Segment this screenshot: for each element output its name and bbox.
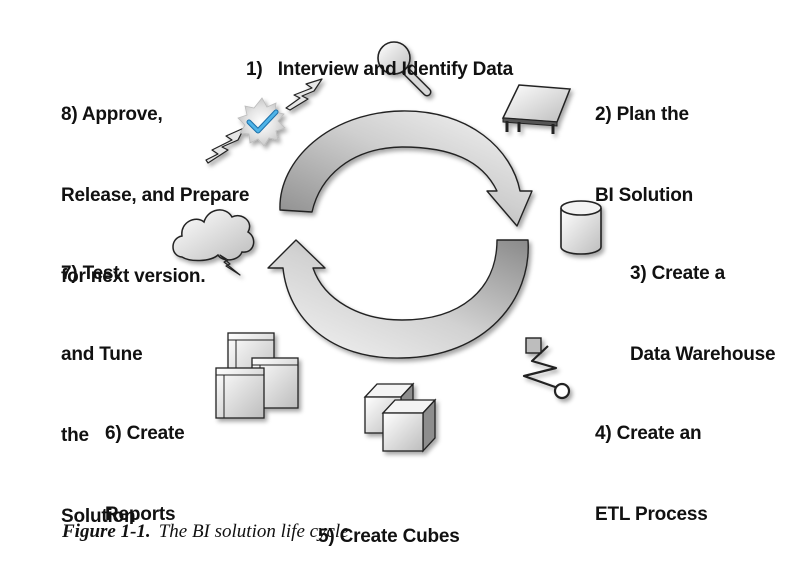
step-5-line: 5) Create Cubes — [318, 526, 460, 547]
step-8-line-3: for next version. — [61, 266, 206, 287]
etl-flow-icon — [522, 337, 571, 400]
reports-windows-icon — [215, 332, 299, 419]
step-7-label: 7) Test and Tune the Solution — [61, 206, 143, 557]
step-8-label: 8) Approve, Release, and Prepare for nex… — [61, 47, 249, 317]
step-4-line-1: 4) Create an — [595, 423, 702, 444]
step-2-line-1: 2) Plan the — [595, 104, 689, 125]
step-6-line-2: Reports — [105, 504, 176, 525]
step-1-label: 1) Interview and Identify Data — [246, 2, 513, 110]
life-cycle-diagram — [172, 41, 602, 453]
step-7-line-4: Solution — [61, 506, 136, 527]
step-2-line-2: BI Solution — [595, 185, 694, 206]
step-8-line-1: 8) Approve, — [61, 104, 163, 125]
step-6-label: 6) Create Reports — [105, 366, 185, 555]
storm-cloud-icon — [172, 209, 255, 276]
step-3-label: 3) Create a Data Warehouse — [630, 206, 776, 395]
step-4-line-2: ETL Process — [595, 504, 708, 525]
cycle-arrow-bottom — [267, 239, 529, 359]
cubes-icon — [363, 382, 437, 453]
cycle-arrow-top — [279, 110, 533, 227]
magnifier-icon — [377, 41, 432, 97]
figure-caption: Figure 1-1. The BI solution life cycle — [62, 521, 349, 543]
step-7-line-2: and Tune — [61, 344, 143, 365]
step-3-line-2: Data Warehouse — [630, 344, 776, 365]
table-icon — [501, 84, 572, 134]
figure-number: Figure 1-1. — [62, 521, 151, 542]
step-7-line-3: the — [61, 425, 89, 446]
step-7-line-1: 7) Test — [61, 263, 120, 284]
step-3-line-1: 3) Create a — [630, 263, 725, 284]
database-cylinder-icon — [560, 200, 602, 255]
step-6-line-1: 6) Create — [105, 423, 185, 444]
step-1-line: 1) Interview and Identify Data — [246, 59, 514, 80]
step-2-label: 2) Plan the BI Solution — [595, 47, 693, 236]
step-5-label: 5) Create Cubes — [318, 469, 460, 577]
step-8-line-2: Release, and Prepare — [61, 185, 250, 206]
figure-title: The BI solution life cycle — [158, 521, 349, 542]
step-4-label: 4) Create an ETL Process — [595, 366, 708, 555]
approval-checkmark-icon — [205, 78, 323, 164]
